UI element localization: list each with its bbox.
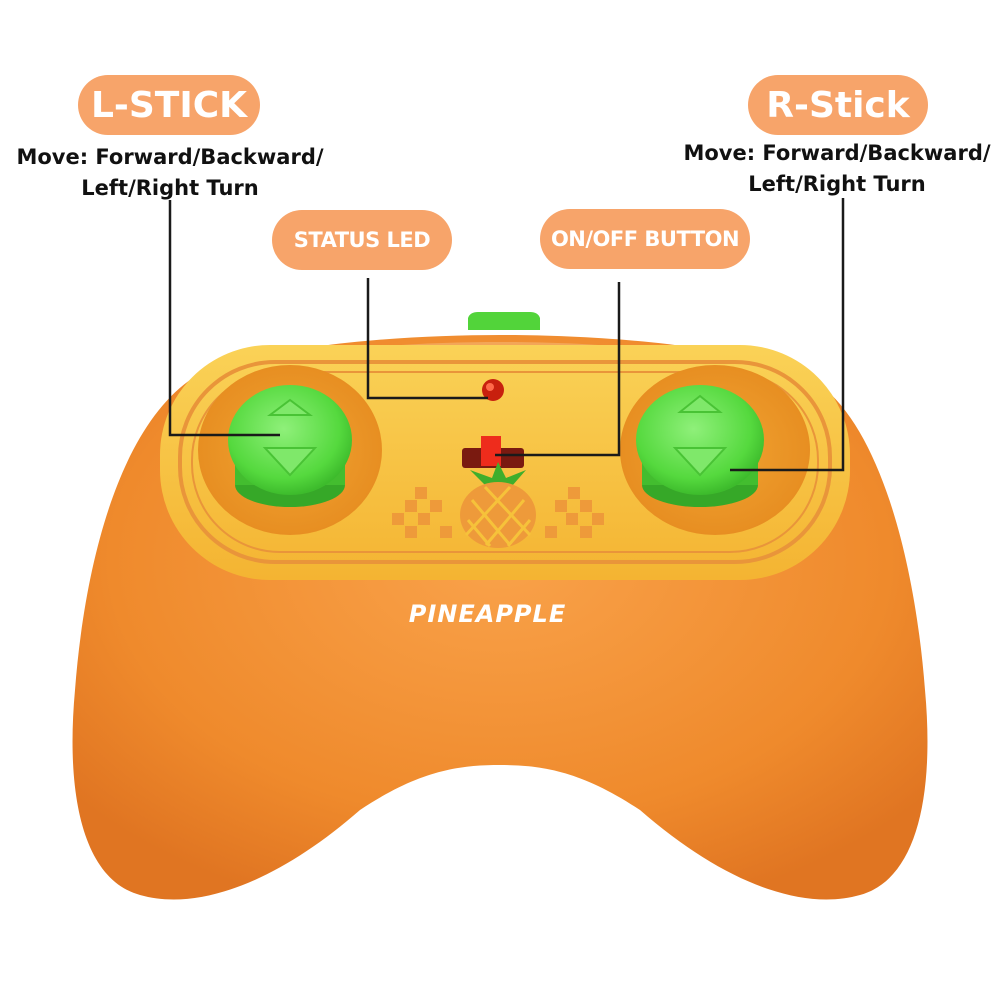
r-stick-label: R-Stick (748, 75, 928, 135)
l-stick-description: Move: Forward/Backward/ Left/Right Turn (5, 142, 335, 204)
power-switch-knob (481, 436, 501, 466)
leader-lines (168, 198, 845, 472)
panel-outline-inner (191, 371, 819, 553)
l-stick-description-line1: Move: Forward/Backward/ (16, 145, 324, 169)
right-stick-up-arrow (677, 394, 723, 413)
leader-line-l-stick (168, 200, 280, 437)
left-stick-up-arrow (267, 398, 313, 416)
brand-text: PINEAPPLE (408, 600, 567, 628)
power-button-label: ON/OFF BUTTON (540, 209, 750, 269)
leader-line-r-stick (730, 198, 845, 472)
r-stick-description-line1: Move: Forward/Backward/ (683, 141, 991, 165)
pixel-pattern (392, 487, 604, 538)
panel-outline (178, 360, 832, 564)
l-stick-description-line2: Left/Right Turn (81, 176, 259, 200)
leader-line-status-led (366, 278, 488, 400)
r-stick-description: Move: Forward/Backward/ Left/Right Turn (674, 138, 1000, 200)
leader-line-power-button (495, 282, 621, 457)
pineapple-graphic (460, 462, 536, 548)
l-stick-label: L-STICK (78, 75, 260, 135)
left-stick (228, 385, 352, 495)
left-stick-down-arrow (262, 447, 318, 477)
status-led-label: STATUS LED (272, 210, 452, 270)
right-stick-down-arrow (672, 447, 728, 477)
top-green-button (468, 312, 540, 330)
right-stick (636, 385, 764, 495)
r-stick-description-line2: Left/Right Turn (748, 172, 926, 196)
